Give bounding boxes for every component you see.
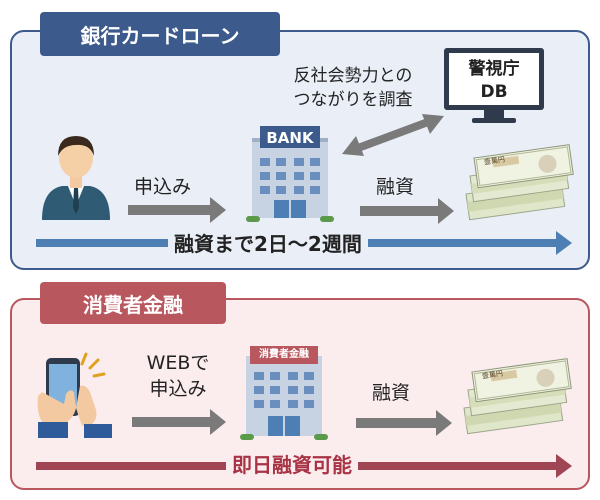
consumer-apply-arrow xyxy=(132,409,226,435)
monitor-icon xyxy=(444,48,544,123)
consumer-building-icon xyxy=(240,346,328,440)
monitor-text-2: DB xyxy=(480,82,508,102)
consumer-loan-arrow xyxy=(356,410,452,436)
bank-check-label-1: 反社会勢力との xyxy=(293,66,413,86)
monitor-text-1: 警視庁 xyxy=(468,59,520,79)
consumer-building-sign: 消費者金融 xyxy=(259,349,309,360)
bank-loan-title: 銀行カードローン xyxy=(40,12,280,56)
consumer-apply-label-2: 申込み xyxy=(149,378,207,400)
bank-apply-arrow xyxy=(128,197,226,223)
consumer-apply-label-1: WEBで xyxy=(146,352,210,374)
money-stack-icon xyxy=(465,144,574,221)
bank-loan-label: 融資 xyxy=(376,176,415,198)
person-icon xyxy=(42,136,110,220)
bank-sign: BANK xyxy=(266,129,314,147)
bank-check-label-2: つながりを調査 xyxy=(293,90,413,110)
consumer-duration-text: 即日融資可能 xyxy=(226,449,358,478)
consumer-finance-title: 消費者金融 xyxy=(40,282,226,324)
bank-duration-text: 融資まで2日〜2週間 xyxy=(168,228,368,257)
smartphone-hand-icon xyxy=(37,352,112,438)
bank-building-icon xyxy=(246,126,334,222)
bank-loan-arrow xyxy=(360,198,454,224)
bank-apply-label: 申込み xyxy=(134,176,192,198)
money-stack-icon-bottom xyxy=(463,358,572,435)
bank-check-arrow xyxy=(342,114,444,156)
consumer-loan-label: 融資 xyxy=(372,382,411,404)
